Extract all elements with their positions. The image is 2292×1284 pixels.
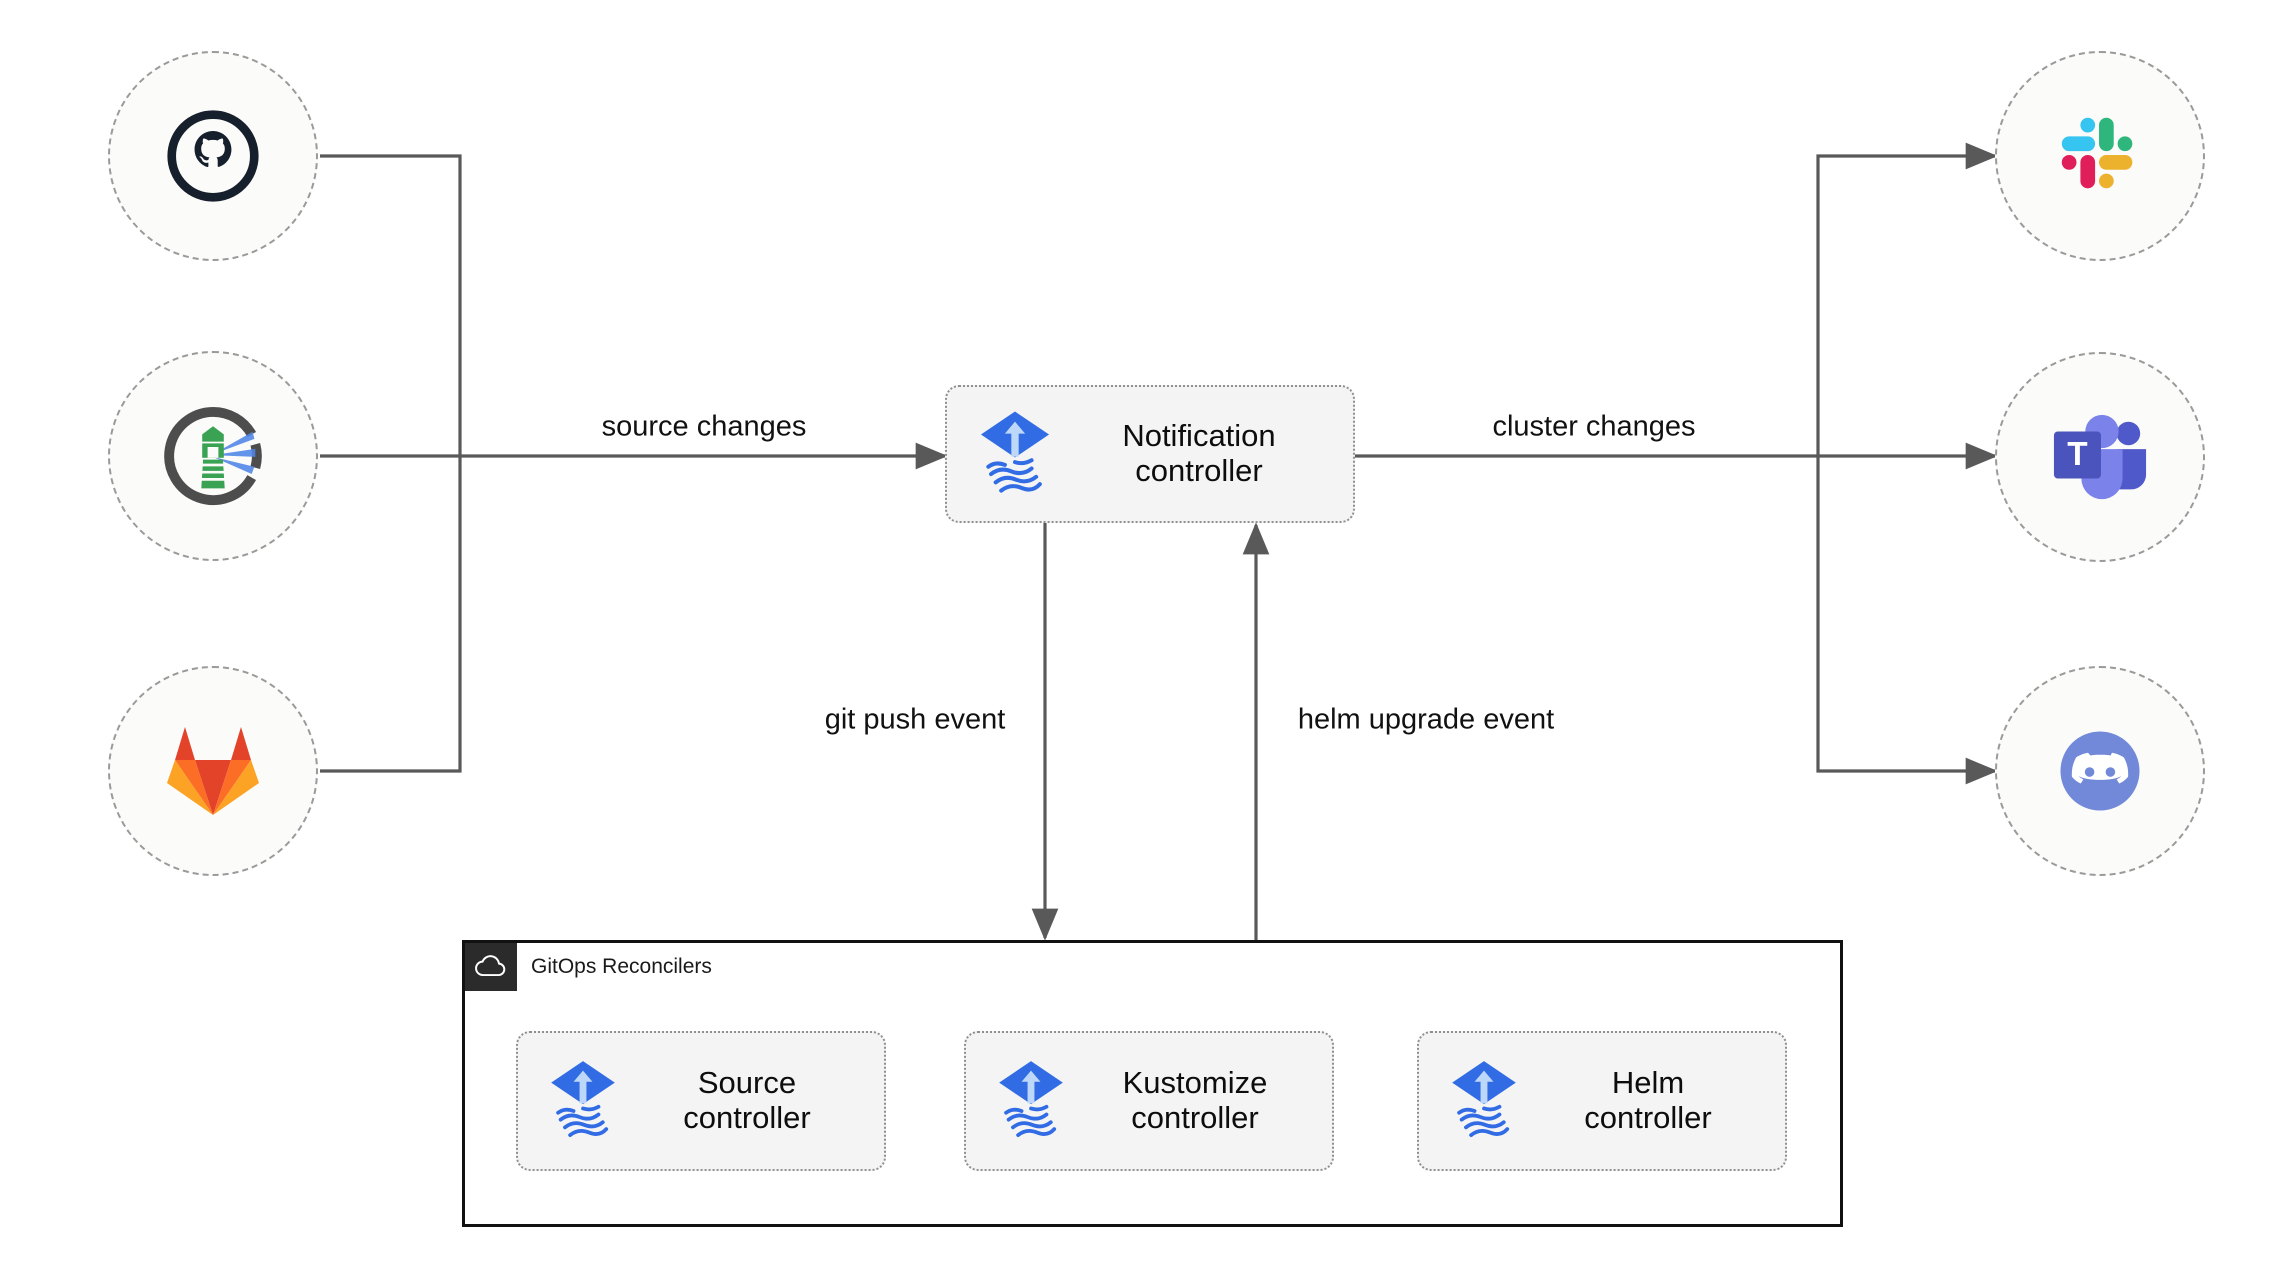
gitops-reconcilers-container: GitOps Reconcilers Source controller (462, 940, 1843, 1227)
destination-node-slack[interactable] (1995, 51, 2205, 261)
edge-trunk-to-discord (1816, 456, 1998, 785)
source-node-gitlab[interactable] (108, 666, 318, 876)
gitops-header: GitOps Reconcilers (465, 943, 712, 991)
slack-icon (2051, 107, 2149, 205)
discord-icon (2048, 719, 2152, 823)
github-icon (165, 108, 261, 204)
edge-gitlab-to-trunk (320, 456, 462, 773)
edge-label-helm-upgrade-event: helm upgrade event (1297, 703, 1555, 736)
gitops-title: GitOps Reconcilers (531, 955, 712, 978)
edge-label-source-changes: source changes (601, 410, 807, 443)
svg-text:T: T (2067, 436, 2087, 473)
node-source-controller[interactable]: Source controller (516, 1031, 886, 1171)
flux-logo-icon (992, 1056, 1070, 1147)
node-kustomize-controller[interactable]: Kustomize controller (964, 1031, 1334, 1171)
source-node-flux[interactable] (108, 351, 318, 561)
flux-logo-icon (544, 1056, 622, 1147)
flux-logo-icon (1445, 1056, 1523, 1147)
node-helm-controller[interactable]: Helm controller (1417, 1031, 1787, 1171)
node-label: Notification controller (1122, 418, 1276, 488)
edge-label-cluster-changes: cluster changes (1492, 410, 1696, 443)
cloud-icon (465, 943, 517, 991)
destination-node-teams[interactable]: T (1995, 352, 2205, 562)
source-node-github[interactable] (108, 51, 318, 261)
node-notification-controller[interactable]: Notification controller (945, 385, 1355, 523)
ms-teams-icon: T (2048, 408, 2152, 506)
flux-lighthouse-icon (159, 402, 267, 510)
edge-trunk-to-slack (1816, 142, 1998, 456)
gitlab-icon (163, 723, 263, 819)
destination-node-discord[interactable] (1995, 666, 2205, 876)
node-label: Kustomize controller (1122, 1065, 1268, 1135)
edge-github-to-trunk (320, 154, 462, 456)
flux-logo-icon (973, 406, 1057, 503)
node-label: Helm controller (1584, 1065, 1712, 1135)
node-label: Source controller (683, 1065, 811, 1135)
edge-label-git-push-event: git push event (824, 703, 1006, 736)
